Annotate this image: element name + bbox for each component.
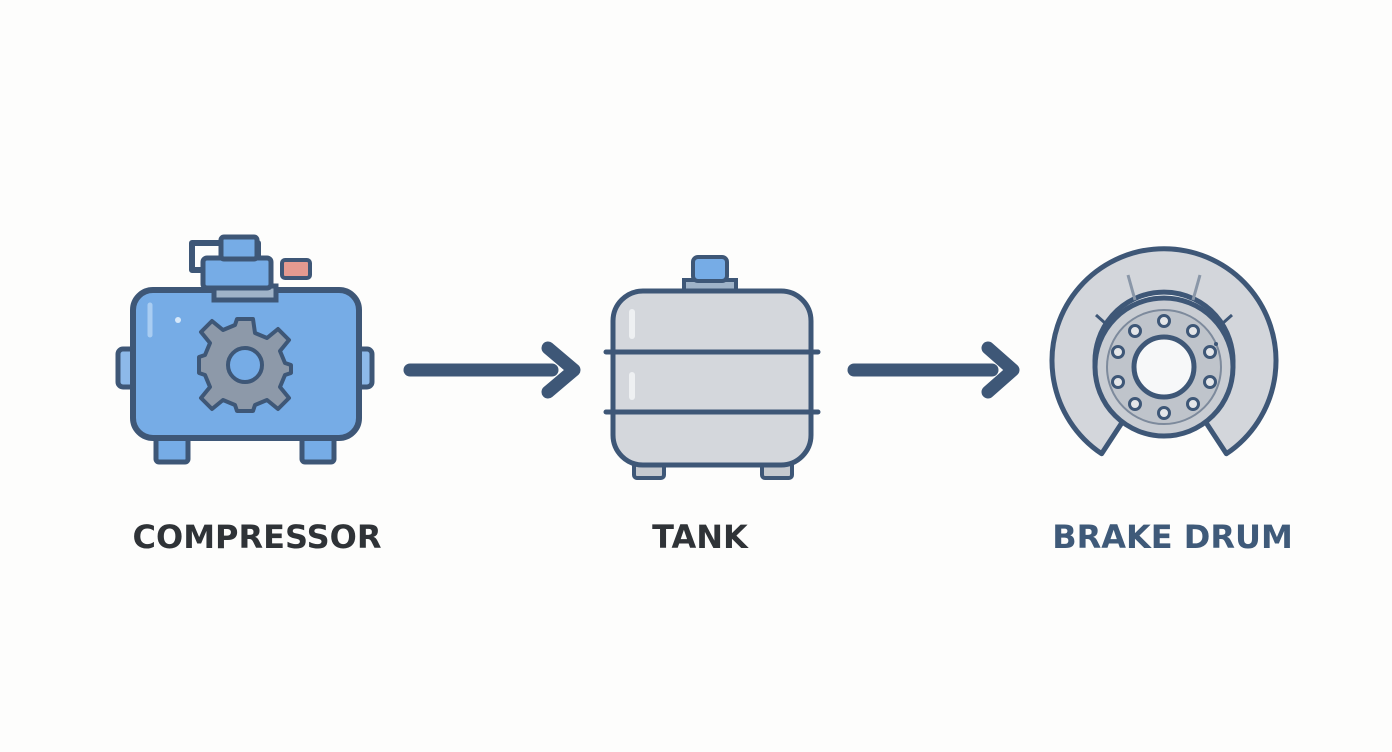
tank-label: TANK bbox=[652, 518, 748, 556]
air-tank-icon bbox=[603, 255, 821, 480]
brake-drum-label: BRAKE DRUM bbox=[1052, 518, 1293, 556]
arrow-right-icon bbox=[847, 341, 1020, 399]
air-compressor-icon bbox=[115, 234, 375, 465]
arrow-right-icon bbox=[403, 341, 581, 399]
compressor-label: COMPRESSOR bbox=[132, 518, 382, 556]
brake-drum-icon bbox=[1049, 246, 1279, 457]
